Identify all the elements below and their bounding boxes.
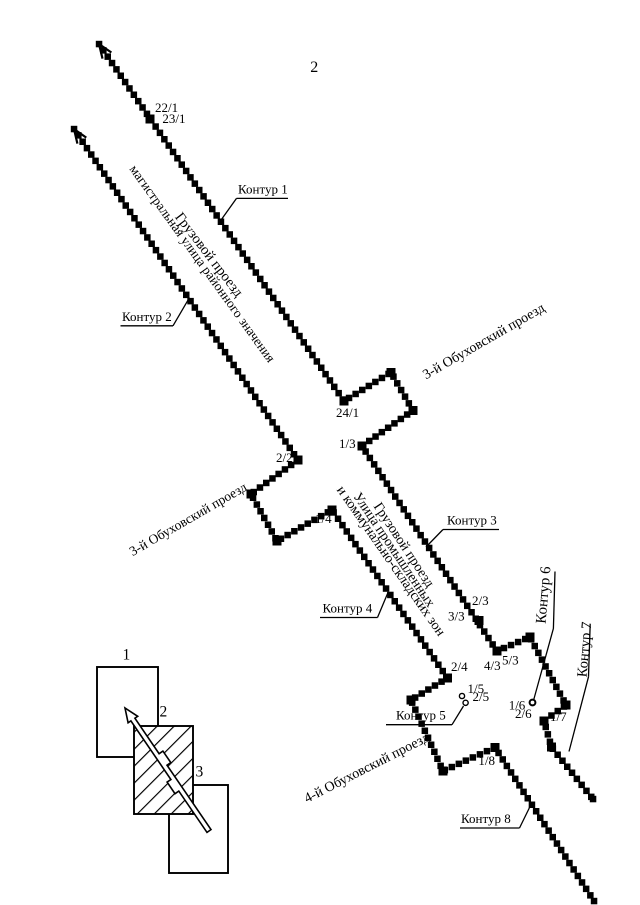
svg-text:Контур 8: Контур 8	[461, 811, 511, 826]
svg-text:3: 3	[196, 764, 204, 781]
svg-text:1: 1	[123, 647, 131, 664]
svg-text:Контур 6: Контур 6	[534, 565, 555, 624]
svg-text:2/5: 2/5	[473, 689, 490, 704]
svg-text:2: 2	[310, 59, 318, 76]
svg-text:1/4: 1/4	[315, 511, 332, 526]
svg-text:24/1: 24/1	[336, 405, 359, 420]
svg-text:2/4: 2/4	[451, 659, 468, 674]
svg-text:3/3: 3/3	[448, 609, 465, 624]
svg-text:23/1: 23/1	[162, 111, 185, 126]
svg-text:2/6: 2/6	[515, 706, 532, 721]
svg-text:1/8: 1/8	[478, 753, 495, 768]
svg-text:Контур 5: Контур 5	[396, 708, 446, 723]
svg-text:1/6: 1/6	[509, 698, 526, 713]
svg-text:Контур 3: Контур 3	[447, 513, 497, 528]
svg-text:22/1: 22/1	[155, 100, 178, 115]
svg-text:2/2: 2/2	[276, 450, 293, 465]
svg-text:1/3: 1/3	[339, 436, 356, 451]
svg-text:Контур 4: Контур 4	[323, 601, 373, 616]
svg-text:Контур 2: Контур 2	[122, 309, 172, 324]
svg-text:4/3: 4/3	[484, 658, 501, 673]
svg-text:Контур 7: Контур 7	[575, 621, 596, 678]
svg-text:5/3: 5/3	[502, 653, 519, 668]
svg-text:1/5: 1/5	[468, 681, 485, 696]
svg-text:1/7: 1/7	[550, 709, 567, 724]
svg-text:2/3: 2/3	[472, 593, 489, 608]
svg-text:2: 2	[160, 704, 168, 721]
svg-text:Контур 1: Контур 1	[238, 181, 288, 196]
